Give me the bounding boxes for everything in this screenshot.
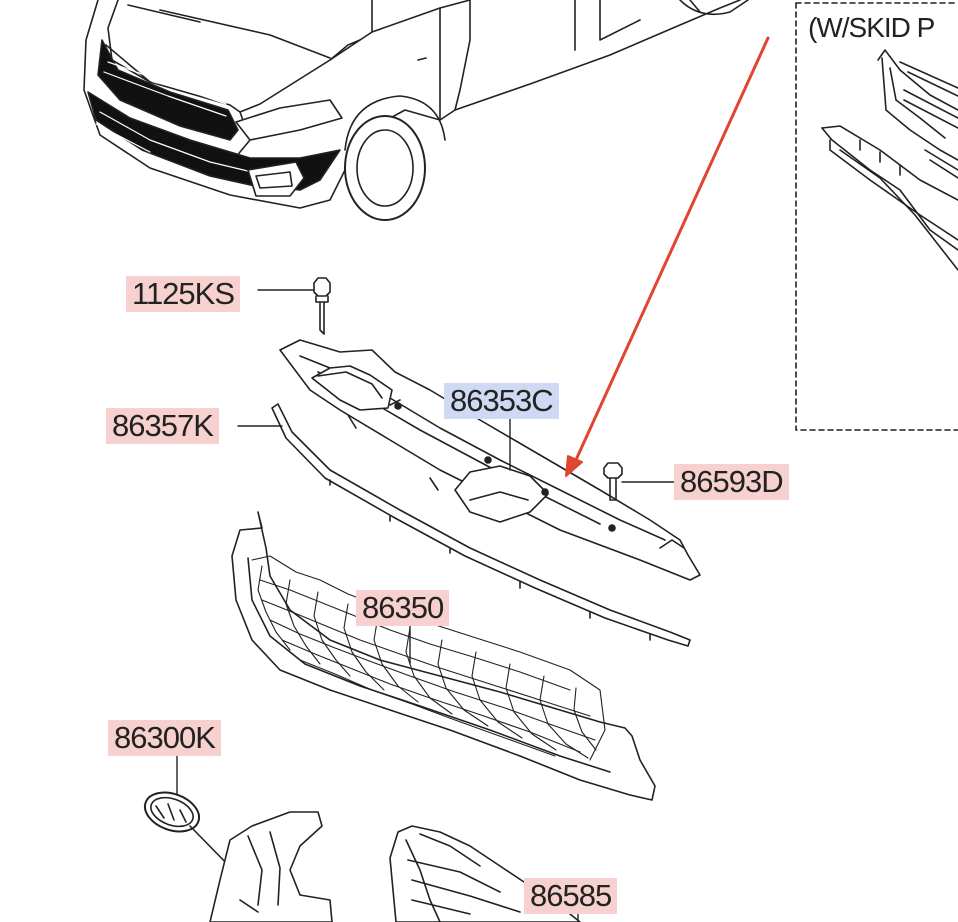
- lower-bracket-left: [209, 811, 333, 922]
- leader-lines: [176, 289, 679, 922]
- emblem-86300K: [143, 791, 236, 873]
- skid-plate-inset: [795, 2, 958, 431]
- molding-86357K: [271, 403, 691, 647]
- callout-86300K[interactable]: 86300K: [108, 720, 221, 756]
- callout-86585[interactable]: 86585: [524, 878, 618, 914]
- callout-86350[interactable]: 86350: [356, 590, 450, 626]
- bracket-86353C: [279, 339, 701, 581]
- red-arrow: [565, 36, 770, 477]
- callout-1125KS[interactable]: 1125KS: [126, 276, 241, 312]
- callout-86353C[interactable]: 86353C: [444, 383, 559, 419]
- clip-86593D: [603, 462, 623, 501]
- callout-86357K[interactable]: 86357K: [106, 408, 219, 444]
- vehicle-illustration: [83, 0, 749, 221]
- grille-86350: [231, 511, 656, 801]
- callout-86593D[interactable]: 86593D: [674, 464, 789, 500]
- bolt-1125KS: [313, 277, 331, 335]
- skid-plate-variant-note: (W/SKID P: [808, 12, 935, 43]
